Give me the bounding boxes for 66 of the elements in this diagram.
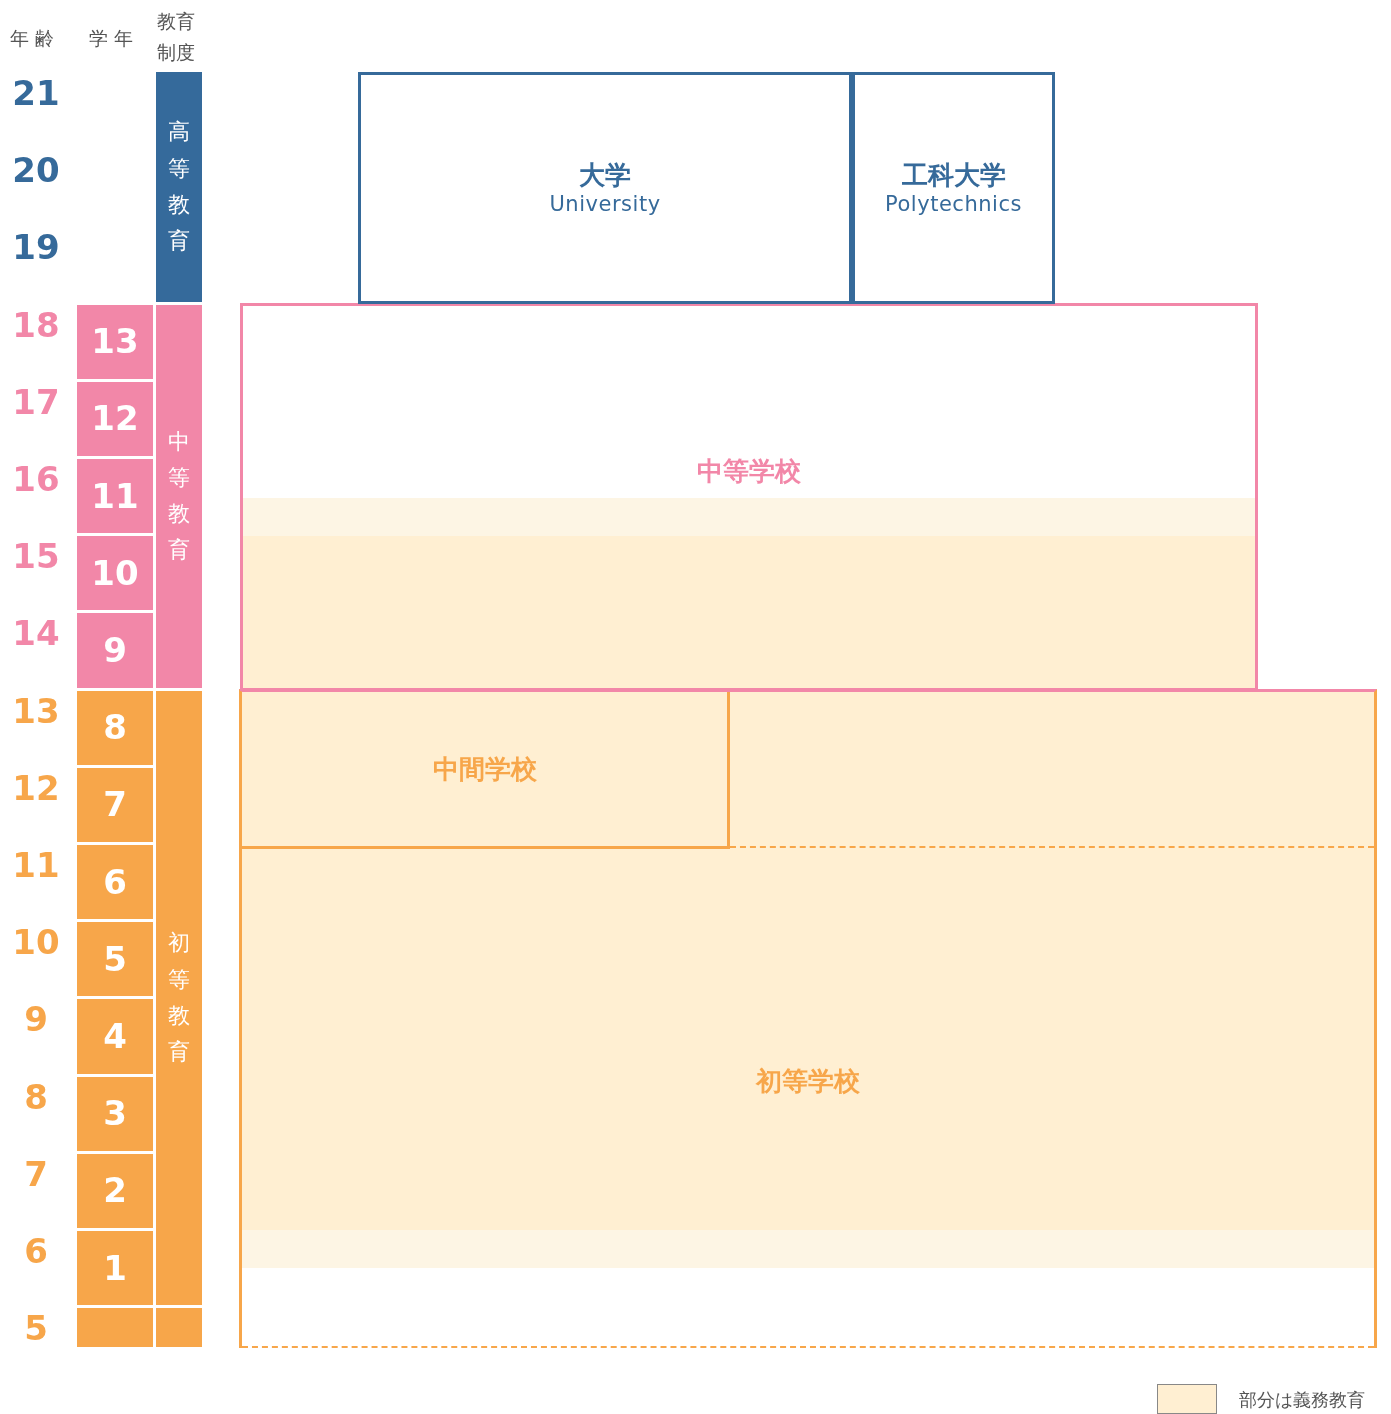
legend-text: 部分は義務教育 — [1239, 1387, 1365, 1412]
system-label: 高等教育 — [168, 118, 190, 256]
school-name-english: Polytechnics — [885, 191, 1022, 218]
grade-number: 1 — [103, 1246, 127, 1290]
grade-cell — [77, 381, 153, 456]
grade-cell — [77, 1231, 153, 1306]
grade-cell — [77, 459, 153, 534]
column-header: 教育制度 — [157, 9, 196, 66]
age-number: 9 — [23, 1002, 49, 1037]
age-number: 7 — [23, 1156, 49, 1191]
age-number: 15 — [11, 539, 61, 574]
system-band — [156, 304, 202, 688]
age-number: 12 — [11, 770, 61, 805]
grade-cell — [77, 922, 153, 997]
school-name: 初等学校 — [754, 1065, 861, 1098]
grade-number: 4 — [103, 1015, 127, 1058]
grade-cell — [77, 1076, 153, 1151]
grade-number: 12 — [91, 397, 139, 441]
age-number: 17 — [11, 384, 61, 419]
grade-number: 11 — [91, 474, 139, 518]
grade-number: 7 — [103, 783, 127, 827]
age-number: 19 — [11, 230, 61, 265]
system-band — [156, 72, 202, 302]
column-header: 年齢 — [10, 26, 60, 51]
grade-number: 13 — [91, 320, 139, 364]
grade-cell — [77, 304, 153, 379]
school-name: 工科大学 — [901, 158, 1006, 192]
empty-cell — [156, 1308, 202, 1347]
system-band — [156, 690, 202, 1306]
grade-number: 2 — [103, 1169, 127, 1213]
school-box — [240, 303, 1258, 691]
age-number: 8 — [23, 1079, 49, 1114]
school-name: 大学 — [579, 158, 631, 192]
age-number: 21 — [11, 76, 61, 110]
grade-cell — [77, 1153, 153, 1228]
school-name: 中等学校 — [696, 455, 802, 488]
age-number: 13 — [11, 693, 61, 728]
grade-number: 10 — [91, 551, 139, 595]
school-name-english: University — [549, 191, 661, 218]
grade-cell — [77, 690, 153, 765]
grade-cell — [77, 613, 153, 688]
grade-number: 9 — [103, 629, 127, 672]
age-number: 16 — [11, 462, 61, 496]
grade-cell — [77, 999, 153, 1074]
school-box — [852, 72, 1055, 304]
empty-cell — [77, 1308, 153, 1347]
grade-number: 5 — [103, 937, 127, 981]
grade-number: 6 — [103, 860, 127, 904]
grade-cell — [77, 845, 153, 920]
school-box — [358, 72, 852, 304]
age-number: 20 — [11, 153, 61, 188]
grade-number: 8 — [103, 706, 127, 750]
column-header: 学年 — [89, 26, 139, 51]
age-number: 18 — [11, 307, 61, 342]
grade-cell — [77, 767, 153, 842]
school-box — [239, 689, 1377, 1348]
age-number: 11 — [11, 848, 61, 882]
age-number: 14 — [11, 616, 61, 651]
school-name: 中間学校 — [432, 752, 537, 786]
system-label: 初等教育 — [168, 929, 190, 1067]
system-label: 中等教育 — [168, 427, 190, 565]
age-number: 5 — [23, 1311, 49, 1346]
grade-cell — [77, 536, 153, 611]
grade-number: 3 — [103, 1092, 127, 1136]
age-number: 6 — [23, 1234, 49, 1268]
age-number: 10 — [11, 925, 61, 960]
